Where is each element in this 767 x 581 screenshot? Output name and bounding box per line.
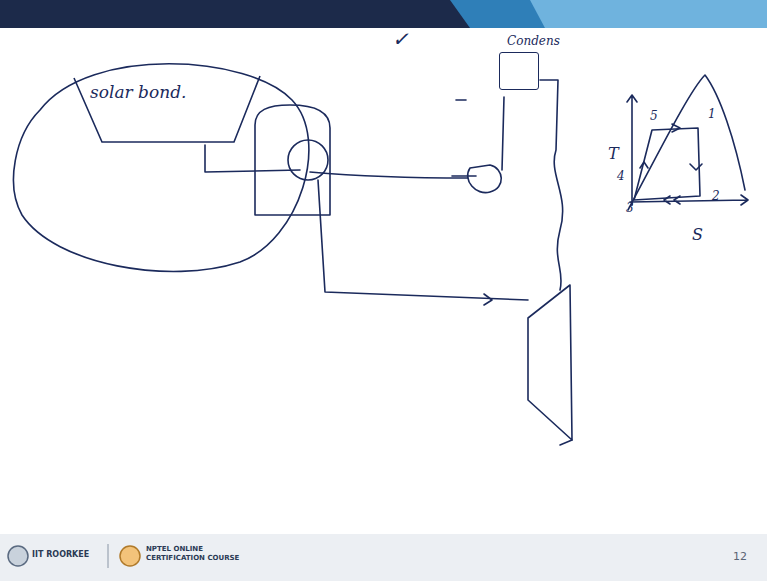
- cycle-arrow: [664, 196, 680, 204]
- logo-icon: [8, 546, 28, 566]
- header-bar: [0, 0, 767, 28]
- state-number: 1: [708, 108, 716, 121]
- system-boundary: [14, 64, 309, 272]
- logo-icon: [120, 546, 140, 566]
- course-name: NPTEL ONLINE: [146, 546, 203, 554]
- t-axis: [627, 95, 637, 205]
- course-name: CERTIFICATION COURSE: [146, 555, 239, 563]
- axis-label: T: [608, 145, 619, 163]
- axis-label: S: [692, 226, 703, 244]
- pump-inlet: [452, 175, 476, 177]
- page-number: 12: [733, 551, 747, 563]
- pipe: [502, 97, 504, 170]
- footer-bar: [0, 534, 767, 581]
- condenser-label: Condens: [495, 34, 555, 48]
- cycle-arrow: [690, 164, 702, 170]
- pump-symbol: [468, 165, 502, 193]
- dash-mark: [456, 99, 466, 101]
- header-accent: [530, 0, 767, 28]
- brine-pipe: [205, 145, 300, 172]
- cycle-arrow: [640, 162, 648, 168]
- pond-label: solar bond.: [72, 74, 262, 102]
- header-accent: [450, 0, 767, 28]
- state-number: 3: [626, 202, 634, 215]
- pipe: [540, 80, 563, 290]
- condenser-shell: [499, 52, 539, 90]
- condenser-box: Condens: [495, 34, 555, 90]
- state-number: 4: [617, 170, 625, 183]
- saturation-dome: [628, 75, 745, 210]
- turbine-symbol: [528, 285, 572, 440]
- pipe: [310, 172, 468, 178]
- exchanger-coil: [288, 140, 328, 180]
- flow-arrow: [484, 294, 492, 305]
- vapour-pipe: [318, 180, 528, 300]
- divider: [108, 544, 109, 568]
- check-mark: ✓: [392, 28, 409, 50]
- state-number: 5: [650, 110, 658, 123]
- state-number: 2: [712, 190, 720, 203]
- institute-name: IIT ROORKEE: [32, 551, 89, 560]
- solar-pond: solar bond.: [72, 74, 262, 144]
- cycle-arrow: [672, 124, 680, 132]
- turbine-outlet: [560, 440, 572, 445]
